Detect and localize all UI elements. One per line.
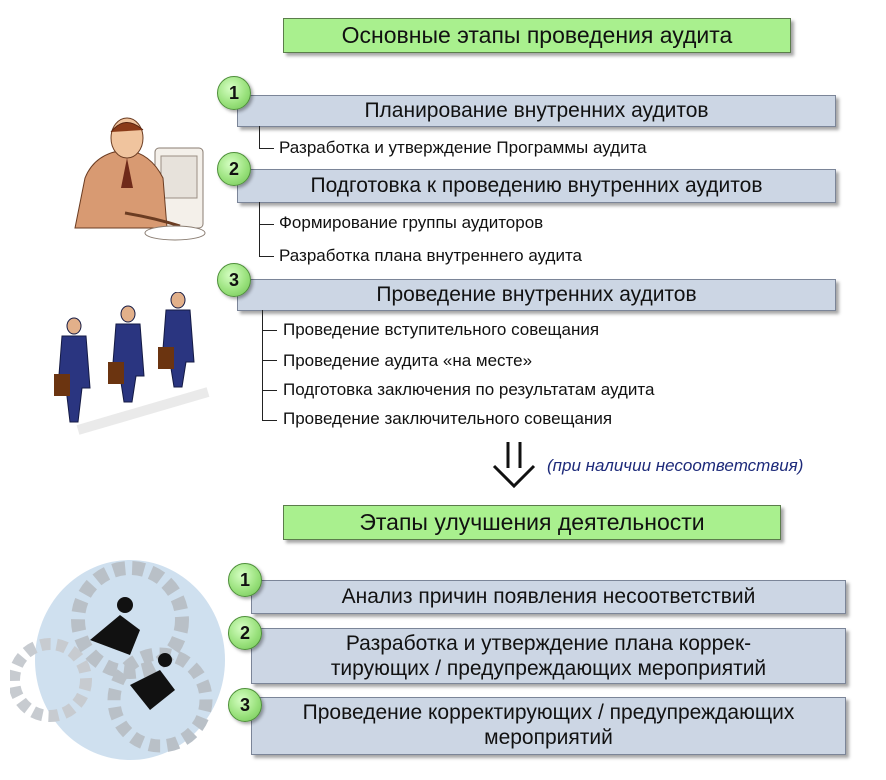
audit-stage-3-item-1: Проведение вступительного совещания [283,320,600,339]
audit-stage-2-number: 2 [217,152,251,186]
improvement-stage-2-line-2: тирующих / предупреждающих мероприятий [330,657,767,680]
audit-stage-1-item-1: Разработка и утверждение Программы аудит… [279,138,647,157]
audit-stage-3-bar: Проведение внутренних аудитов [237,279,836,311]
audit-stage-1-bar: Планирование внутренних аудитов [237,95,836,127]
audit-stage-2-item-2: Разработка плана внутреннего аудита [279,246,582,265]
audit-stage-1-number: 1 [217,76,251,110]
improvement-stage-2-number: 2 [228,616,262,650]
improvement-stage-1-bar: Анализ причин появления несоответствий [251,580,846,614]
improvement-stage-3-line-2: мероприятий [484,726,613,749]
improvement-stage-2-line-1: Разработка и утверждение плана коррек- [345,632,752,655]
improvement-stage-1-line-1: Анализ причин появления несоответствий [341,585,756,608]
connector-line [259,202,274,225]
businessmen-walking-illustration [54,292,210,435]
audit-stages-title: Основные этапы проведения аудита [283,18,791,53]
audit-stage-3-item-3: Подготовка заключения по результатам ауд… [283,380,655,399]
improvement-stage-3-bar: Проведение корректирующих / предупреждаю… [251,697,846,755]
connector-line [262,390,277,421]
audit-stage-2-item-1: Формирование группы аудиторов [279,213,544,232]
worker-at-computer-illustration [74,117,206,241]
gears-runners-illustration [10,560,225,760]
connector-line [259,224,274,257]
audit-stage-2-bar: Подготовка к проведению внутренних аудит… [237,169,836,203]
improvement-stage-1-number: 1 [228,563,262,597]
audit-stage-3-item-4: Проведение заключительного совещания [283,409,613,428]
improvement-stages-title: Этапы улучшения деятельности [283,505,781,540]
connector-line [259,126,274,149]
improvement-stage-3-number: 3 [228,688,262,722]
down-arrow-icon [492,442,536,489]
audit-stage-3-item-2: Проведение аудита «на месте» [283,351,533,370]
transition-note: (при наличии несоответствия) [547,456,804,475]
connector-line [262,330,277,361]
audit-stage-3-number: 3 [217,263,251,297]
improvement-stage-3-line-1: Проведение корректирующих / предупреждаю… [302,701,795,724]
connector-line [262,310,277,331]
connector-line [262,360,277,391]
improvement-stage-2-bar: Разработка и утверждение плана коррек- т… [251,628,846,684]
